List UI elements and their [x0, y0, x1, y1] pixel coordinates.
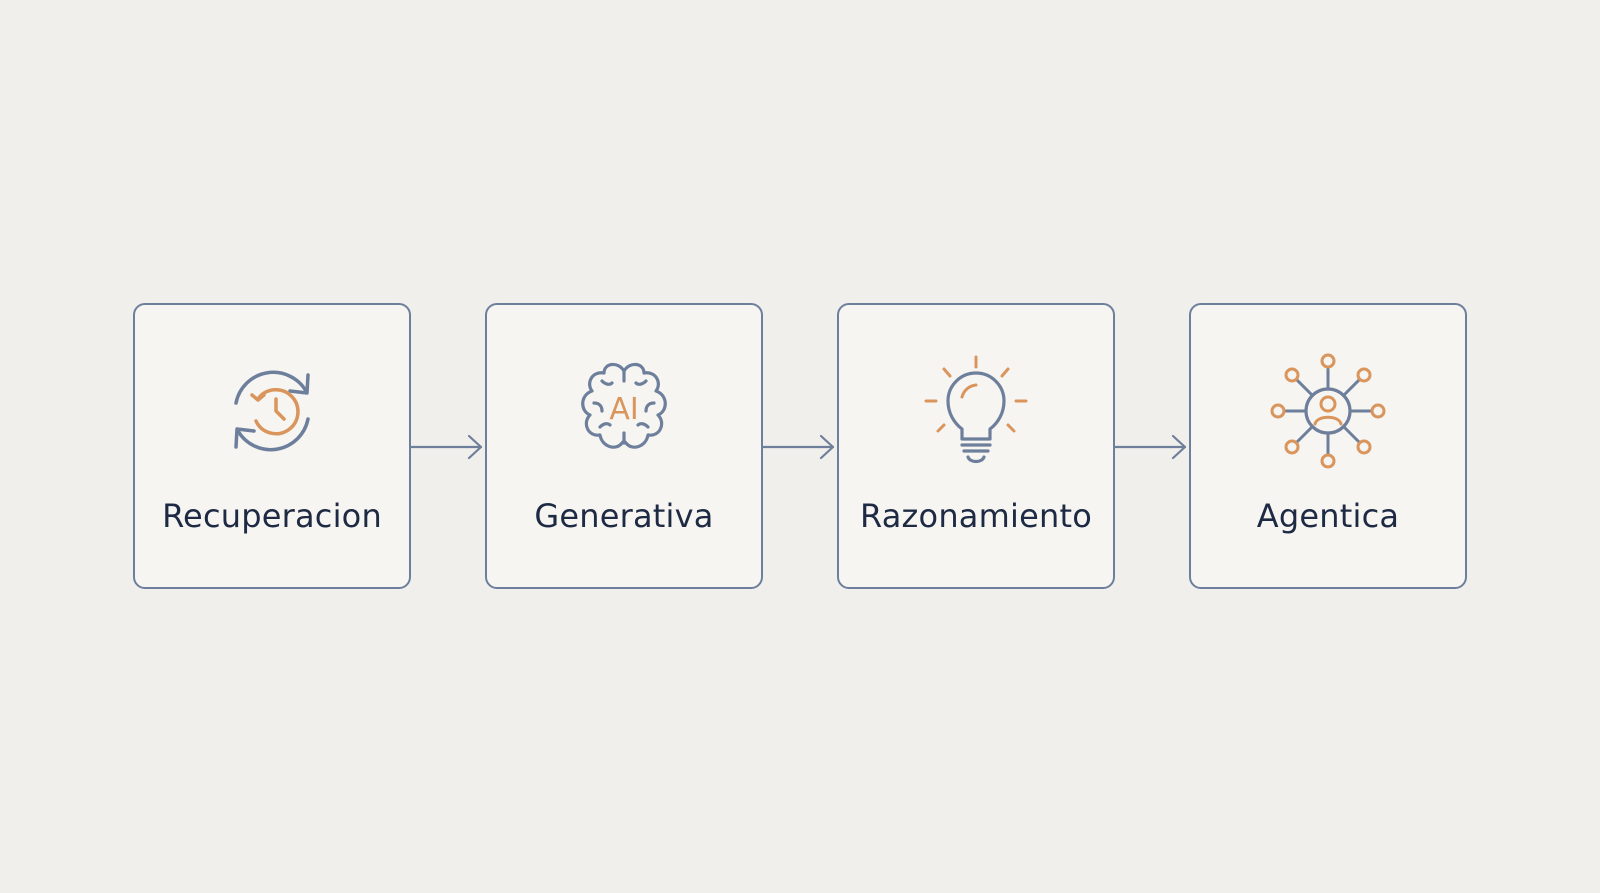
- lightbulb-icon: [916, 351, 1036, 471]
- step-label: Agentica: [1256, 497, 1400, 535]
- flow-arrow: [411, 432, 485, 462]
- step-card-generativa: AI Generativa: [485, 303, 763, 589]
- step-label: Recuperacion: [162, 497, 382, 535]
- history-clock-refresh-icon: [212, 351, 332, 471]
- brain-ai-icon: AI: [564, 351, 684, 471]
- step-label: Razonamiento: [860, 497, 1092, 535]
- flow-arrow: [763, 432, 837, 462]
- step-card-agentica: Agentica: [1189, 303, 1467, 589]
- step-card-razonamiento: Razonamiento: [837, 303, 1115, 589]
- network-person-icon: [1268, 351, 1388, 471]
- step-label: Generativa: [534, 497, 714, 535]
- flow-arrow: [1115, 432, 1189, 462]
- step-card-recuperacion: Recuperacion: [133, 303, 411, 589]
- ai-icon-text: AI: [609, 392, 638, 427]
